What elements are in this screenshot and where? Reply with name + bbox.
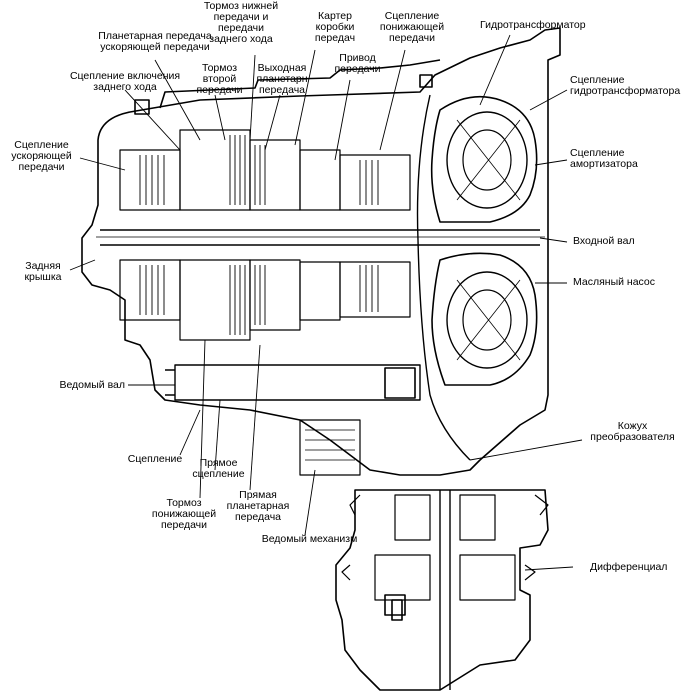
label-output-planetary: Выходная планетарн передача (256, 62, 308, 96)
upper-clutch-packs (119, 129, 411, 211)
label-overdrive-planetary: Планетарная передача ускоряющей передачи (98, 30, 212, 53)
label-driven-gear: Ведомый механизм (261, 533, 358, 545)
label-underdrive-clutch: Сцепление понижающей передачи (379, 10, 445, 44)
label-brake-low-reverse: Тормоз нижней передачи и передачи заднег… (203, 0, 279, 45)
label-second-brake: Тормоз второй передачи (196, 62, 243, 96)
label-direct-clutch: Прямое сцепление (192, 457, 245, 480)
label-underdrive-brake: Тормоз понижающей передачи (151, 497, 217, 531)
label-input-shaft: Входной вал (573, 235, 635, 247)
converter-lower (431, 252, 538, 386)
label-rear-cover: Задняя крышка (24, 260, 62, 283)
driven-shaft (174, 364, 421, 401)
label-overdrive-clutch: Сцепление ускоряющей передачи (11, 139, 72, 173)
case-outline (81, 27, 561, 476)
label-damper-clutch: Сцепление амортизатора (570, 147, 638, 170)
label-reverse-clutch: Сцепление включения заднего хода (69, 70, 181, 93)
label-torque-converter: Гидротрансформатор (480, 19, 586, 31)
label-differential: Дифференциал (590, 561, 668, 573)
label-converter-housing: Кожух преобразователя (590, 420, 675, 443)
clutch-plates-upper (139, 135, 379, 205)
label-converter-clutch: Сцепление гидротрансформатора (570, 74, 681, 97)
label-oil-pump: Масляный насос (573, 276, 655, 288)
leader-lines (69, 34, 583, 571)
lower-clutch-packs (119, 259, 411, 341)
label-direct-planetary: Прямая планетарная передача (226, 489, 290, 523)
converter-upper (430, 95, 538, 223)
label-transfer-drive: Привод передачи (334, 52, 381, 75)
input-shaft (100, 229, 540, 246)
label-driven-shaft: Ведомый вал (59, 379, 125, 391)
differential-housing (335, 489, 549, 691)
label-clutch: Сцепление (127, 453, 183, 465)
driven-gear (299, 419, 361, 476)
case-top-contour (159, 59, 441, 109)
label-case: Картер коробки передач (314, 10, 356, 44)
clutch-plates-lower (139, 265, 379, 335)
